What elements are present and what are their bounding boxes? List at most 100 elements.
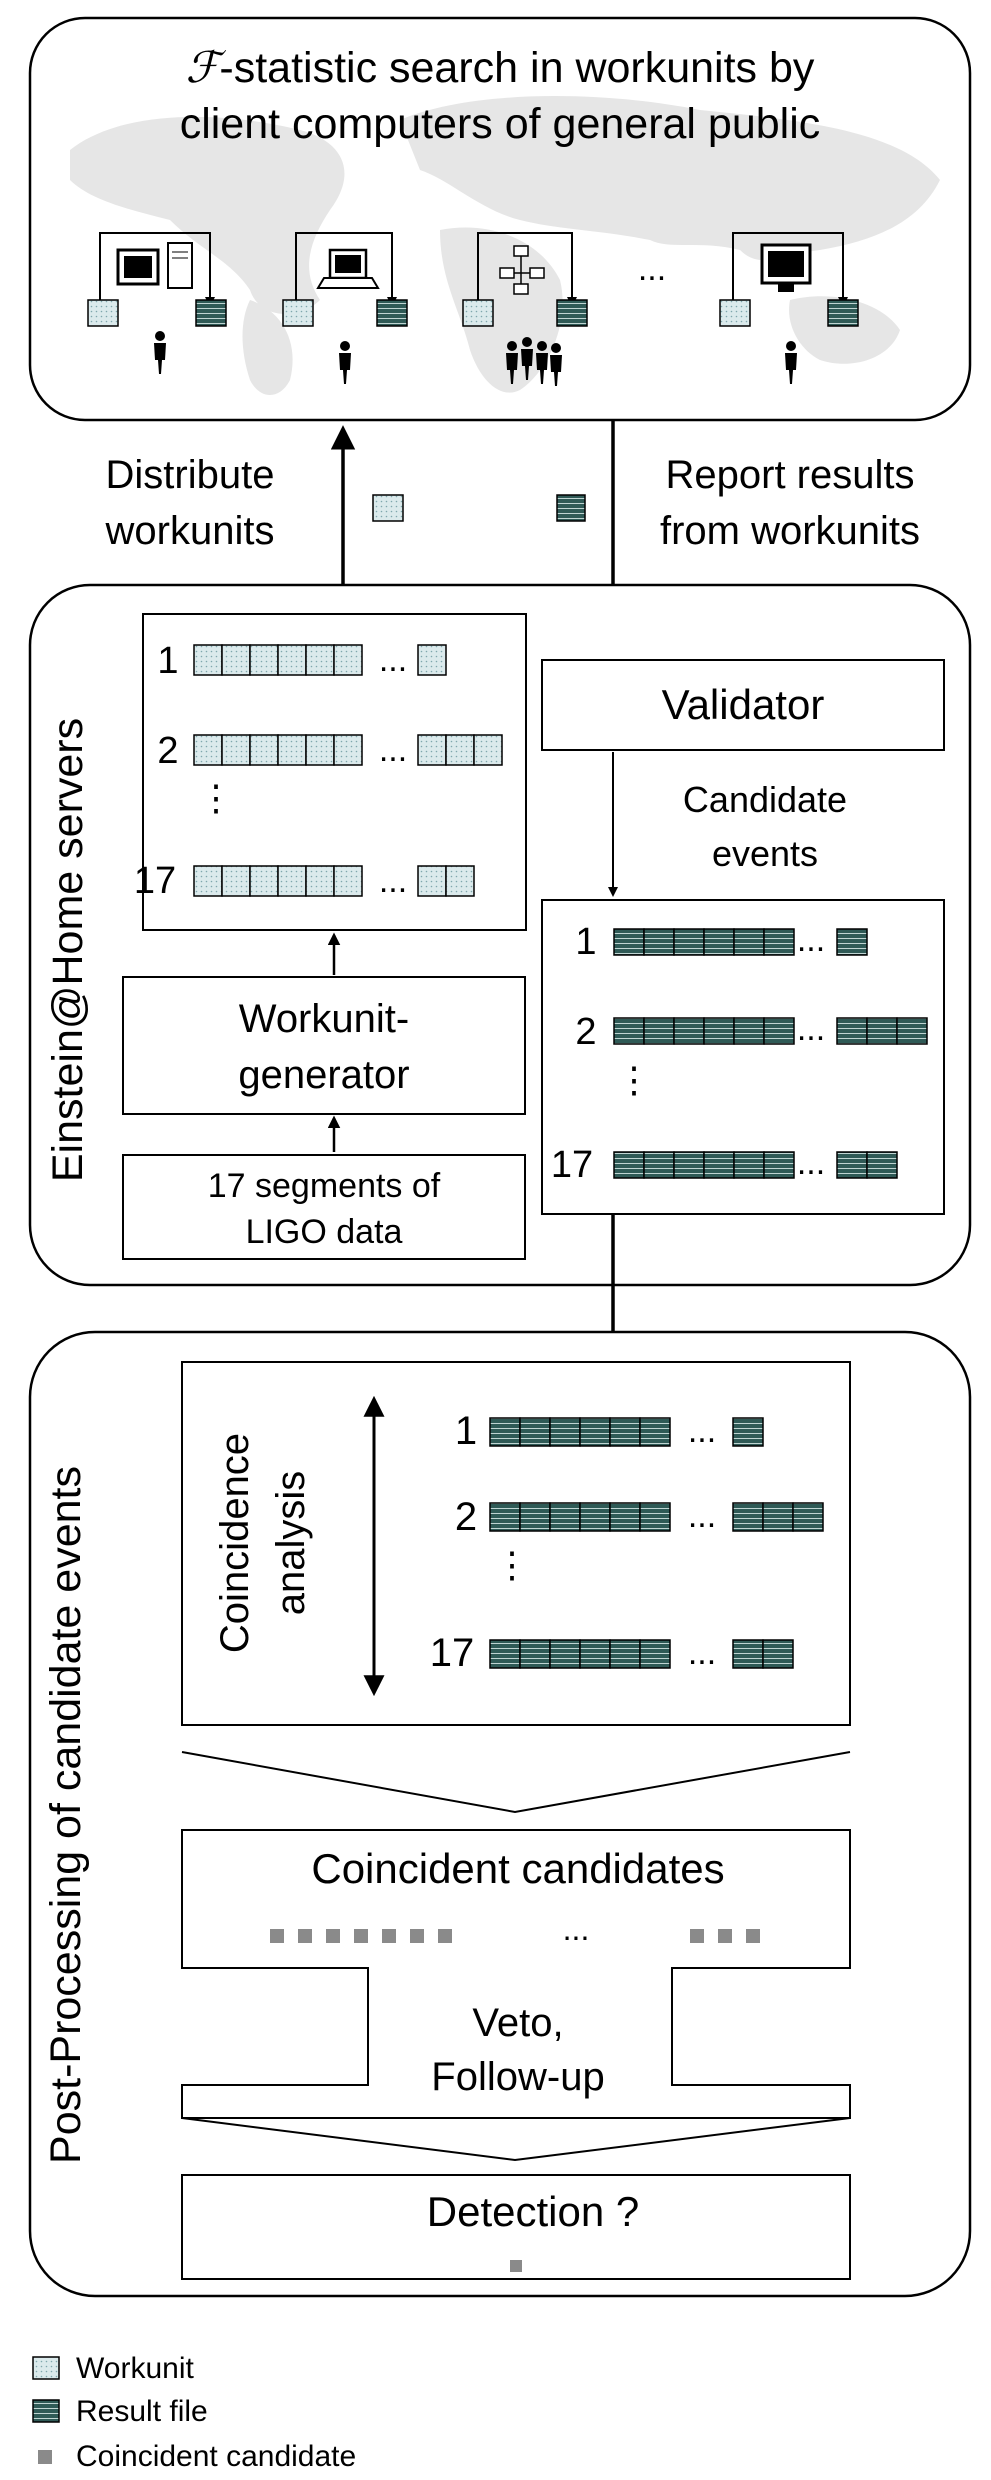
legend-coincident-candidate-label: Coincident candidate: [76, 2440, 356, 2473]
result-row-2: ...: [613, 1010, 928, 1048]
row-ellipsis: ...: [797, 1144, 825, 1182]
candidate-ellipsis: ...: [563, 1911, 590, 1947]
legend-workunit-swatch: [32, 2356, 60, 2380]
coincident-candidate-dot: [354, 1929, 368, 1943]
candidate-events-label-line1: Candidate: [683, 779, 847, 820]
workunit-block: [249, 734, 279, 766]
coincident-candidate-dot: [270, 1929, 284, 1943]
workunit-icon: [719, 299, 751, 327]
result-block: [489, 1639, 521, 1669]
result-row-label-1: 1: [575, 921, 596, 963]
result-block: [733, 1151, 765, 1179]
coincident-candidate-dot: [718, 1929, 732, 1943]
result-block: [732, 1502, 764, 1532]
result-block: [549, 1502, 581, 1532]
result-file-icon: [376, 299, 408, 327]
client-computers-box: ℱ-statistic search in workunits by clien…: [28, 16, 972, 422]
candidate-dots-right: [690, 1929, 760, 1943]
coincident-candidate-dot: [746, 1929, 760, 1943]
segments-label-line2: LIGO data: [246, 1213, 403, 1251]
coincident-candidate-dot: [690, 1929, 704, 1943]
workunit-block: [193, 734, 223, 766]
result-block: [866, 1151, 898, 1179]
funnel-bottom: [181, 2117, 851, 2162]
coincident-candidates-box: Coincident candidates ... Veto, Follow-u…: [181, 1829, 851, 2119]
result-block: [792, 1502, 824, 1532]
post-processing-side-label: Post-Processing of candidate events: [42, 1466, 90, 2164]
laptop-computer-icon: [316, 248, 380, 289]
workunit-icon: [282, 299, 314, 327]
row-ellipsis: ...: [688, 1634, 716, 1672]
workunit-block: [221, 865, 251, 897]
workunit-block: [417, 644, 447, 676]
workunit-block: [249, 644, 279, 676]
row-ellipsis: ...: [379, 641, 407, 679]
row-ellipsis: ...: [379, 731, 407, 769]
row-ellipsis: ...: [688, 1497, 716, 1535]
result-block: [836, 928, 868, 956]
coincident-candidate-dot: [298, 1929, 312, 1943]
result-block: [609, 1639, 641, 1669]
coincidence-label-line1: Coincidence: [213, 1433, 257, 1653]
result-block: [733, 1017, 765, 1045]
workunit-block: [277, 644, 307, 676]
row-ellipsis: ...: [688, 1412, 716, 1450]
legend-coincident-candidate-swatch: [38, 2450, 52, 2464]
workunit-block: [277, 734, 307, 766]
workunit-block: [221, 644, 251, 676]
result-file-in-transit-icon: [556, 494, 586, 522]
row-ellipsis: ...: [797, 921, 825, 959]
workunit-block: [445, 865, 475, 897]
result-block: [549, 1639, 581, 1669]
workunit-vdots: ⋮: [198, 777, 234, 818]
detection-candidate-dot: [510, 2260, 522, 2272]
result-block: [579, 1417, 611, 1447]
result-block: [896, 1017, 928, 1045]
result-row-17: ...: [613, 1144, 898, 1182]
result-block: [673, 1017, 705, 1045]
workunit-block: [445, 734, 475, 766]
result-block: [549, 1417, 581, 1447]
result-block: [613, 1151, 645, 1179]
workunit-block: [305, 865, 335, 897]
veto-label-line1: Veto,: [472, 2001, 563, 2045]
workunit-block: [333, 865, 363, 897]
segments-label-line1: 17 segments of: [208, 1167, 441, 1205]
coincident-candidate-dot: [382, 1929, 396, 1943]
desktop-computer-icon: [116, 242, 193, 289]
result-row-label-2: 2: [575, 1011, 596, 1053]
coincident-candidate-dot: [326, 1929, 340, 1943]
coincident-candidates-label: Coincident candidates: [311, 1845, 724, 1892]
generator-label-line2: generator: [238, 1053, 409, 1097]
servers-side-label: Einstein@Home servers: [44, 718, 92, 1182]
result-block: [613, 1017, 645, 1045]
workunit-row-17: ...: [193, 862, 475, 900]
coincident-candidate-dot: [410, 1929, 424, 1943]
workunit-row-label-17: 17: [134, 860, 176, 902]
workunit-icon: [87, 299, 119, 327]
client-group-4: [719, 232, 859, 384]
result-block: [643, 928, 675, 956]
legend-workunit-label: Workunit: [76, 2352, 194, 2385]
workunit-block: [333, 734, 363, 766]
result-block: [673, 928, 705, 956]
result-list-box: 1 ... 2 ... ⋮ 17 ...: [541, 899, 945, 1215]
veto-label-line2: Follow-up: [431, 2055, 604, 2099]
detection-label: Detection ?: [427, 2188, 639, 2235]
result-block: [609, 1502, 641, 1532]
top-title-line2: client computers of general public: [180, 100, 821, 148]
ligo-segments-box: 17 segments of LIGO data: [122, 1154, 526, 1260]
candidate-dots-left: [270, 1929, 452, 1943]
workunit-row-label-1: 1: [157, 640, 178, 682]
validator-box: Validator: [541, 659, 945, 751]
network-icon: [499, 245, 545, 295]
client-group-2: [282, 232, 408, 384]
result-block: [519, 1502, 551, 1532]
funnel-top: [181, 1751, 851, 1814]
result-file-icon: [556, 299, 588, 327]
result-file-icon: [827, 299, 859, 327]
workunit-block: [417, 734, 447, 766]
validator-label: Validator: [662, 681, 825, 728]
workunit-block: [249, 865, 279, 897]
